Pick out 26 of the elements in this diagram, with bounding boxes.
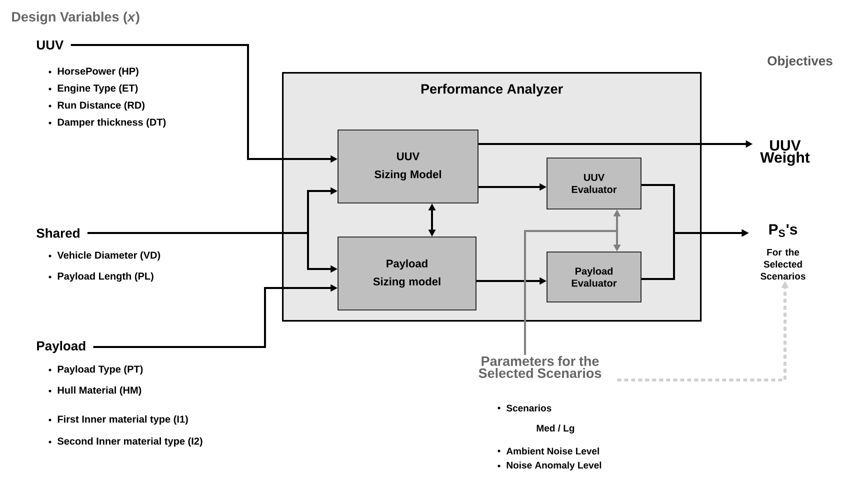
objective-text: UUV Weight xyxy=(760,140,810,166)
bullet-item: Scenarios xyxy=(498,404,552,412)
model-box: UUV Sizing Model xyxy=(338,130,478,204)
heading-text: Shared xyxy=(36,228,80,238)
evaluator-box: Payload Evaluator xyxy=(546,252,642,302)
section-heading: Objectives xyxy=(768,56,832,68)
bullet-item: First Inner material type (I1) xyxy=(48,415,188,425)
objective-text: P$_{S}$'s For the Selected Scenarios xyxy=(760,224,806,280)
bullet-item: Noise Anomaly Level xyxy=(498,462,602,470)
bullet-item: HorsePower (HP) xyxy=(48,67,138,77)
evaluator-box: UUV Evaluator xyxy=(546,158,642,210)
bullet-item: Ambient Noise Level xyxy=(498,448,599,454)
bullet-item: Payload Type (PT) xyxy=(48,365,143,375)
bullet-item: Damper thickness (DT) xyxy=(48,118,166,128)
bullet-item: Run Distance (RD) xyxy=(48,101,144,111)
heading-text: UUV xyxy=(36,40,64,50)
bullet-item: Engine Type (ET) xyxy=(48,84,138,94)
section-heading: Design Variables (x) xyxy=(12,12,140,24)
note-text: Med / Lg xyxy=(536,424,574,434)
heading-text: Payload xyxy=(37,340,86,354)
model-box: Payload Sizing model xyxy=(338,236,476,310)
bullet-item: Vehicle Diameter (VD) xyxy=(48,251,160,261)
bullet-item: Payload Length (PL) xyxy=(48,272,154,282)
heading-text: Parameters for the Selected Scenarios xyxy=(478,356,602,378)
bullet-item: Second Inner material type (I2) xyxy=(48,437,202,447)
bullet-item: Hull Material (HM) xyxy=(48,386,142,396)
